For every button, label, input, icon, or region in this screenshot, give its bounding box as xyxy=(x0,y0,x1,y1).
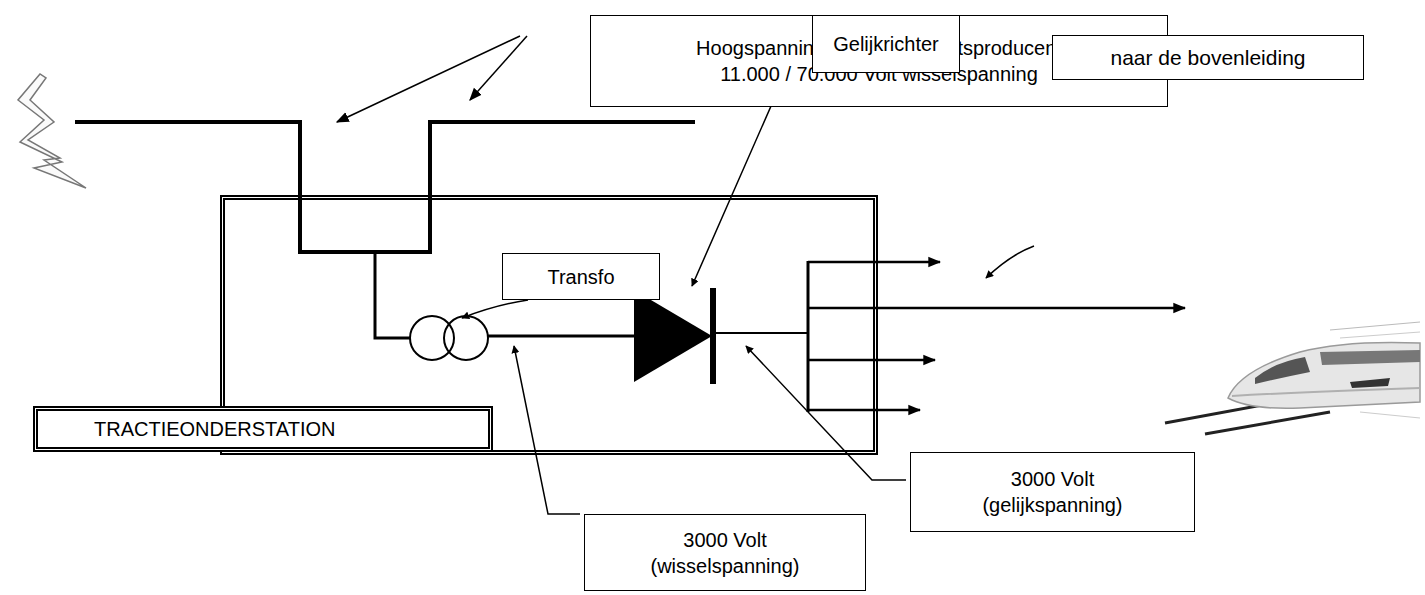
leader-line xyxy=(462,300,528,318)
wire xyxy=(713,332,808,334)
leader-line xyxy=(470,36,527,100)
callout-text: Gelijkrichter xyxy=(833,31,939,57)
callout-text: 3000 Volt (gelijkspanning) xyxy=(965,466,1140,518)
leader-line xyxy=(746,346,906,480)
wire xyxy=(488,335,636,338)
diode-bar xyxy=(710,288,716,384)
bus-bar xyxy=(807,261,810,412)
callout-box: 3000 Volt (gelijkspanning) xyxy=(910,452,1195,532)
leader-line xyxy=(337,36,520,122)
wire xyxy=(375,252,410,338)
callout-box: Transfo xyxy=(502,253,660,300)
transformer-symbol xyxy=(444,316,488,360)
callout-box: Gelijkrichter xyxy=(812,15,960,73)
leader-line xyxy=(514,346,580,514)
station-label-box: TRACTIEONDERSTATION xyxy=(33,406,493,452)
callout-text: 3000 Volt (wisselspanning) xyxy=(638,527,813,579)
feeder-arrow xyxy=(808,359,935,362)
lightning-symbol xyxy=(18,74,86,188)
leader-line xyxy=(986,246,1034,278)
train-illustration xyxy=(1165,322,1420,434)
diode-symbol xyxy=(634,290,712,382)
feeder-arrow xyxy=(808,307,1185,310)
transformer-symbol xyxy=(410,316,454,360)
callout-text: naar de bovenleiding xyxy=(1111,44,1306,71)
callout-text: Transfo xyxy=(547,264,614,290)
feeder-arrow xyxy=(808,409,920,412)
callout-box: 3000 Volt (wisselspanning) xyxy=(584,514,866,591)
high-voltage-line xyxy=(75,122,695,252)
callout-box: naar de bovenleiding xyxy=(1052,35,1364,80)
station-label: TRACTIEONDERSTATION xyxy=(94,416,335,442)
substation-outline: TRACTIEONDERSTATIONTransfo xyxy=(220,195,878,455)
